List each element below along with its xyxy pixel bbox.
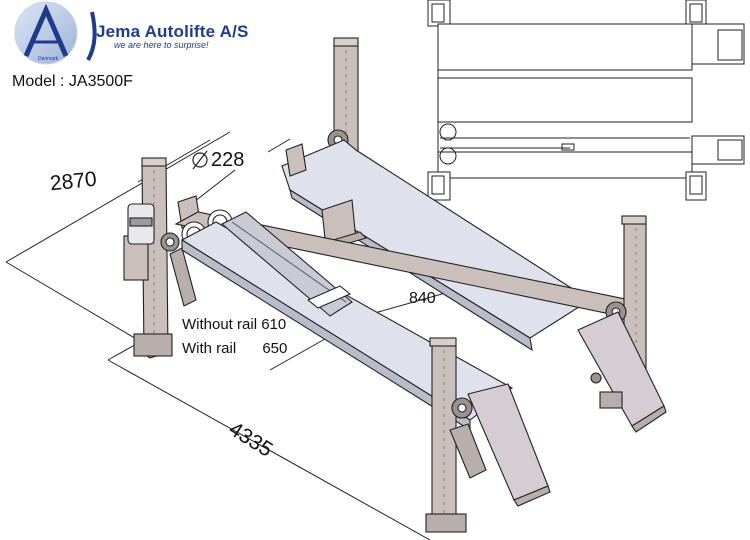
without-rail-label: Without rail 610 xyxy=(182,316,286,333)
brand-tagline: we are here to surprise! xyxy=(114,40,209,50)
with-rail-value: 650 xyxy=(262,340,288,357)
company-logo: Denmark xyxy=(14,1,97,65)
top-view-drawing xyxy=(427,0,745,201)
dimension-diameter: 228 xyxy=(211,149,245,171)
without-rail-value: 610 xyxy=(261,316,287,333)
post-front-left xyxy=(425,337,551,533)
dimension-width: 2870 xyxy=(48,167,98,196)
without-rail-text: Without rail xyxy=(182,316,258,333)
model-label: Model : JA3500F xyxy=(12,73,133,90)
platform-left xyxy=(180,211,513,431)
post-front-right xyxy=(577,215,667,433)
with-rail-label: With rail 650 xyxy=(182,340,287,357)
four-post-lift xyxy=(123,37,667,533)
dimension-platform-gap: 840 xyxy=(409,290,436,307)
post-back-left xyxy=(123,157,201,359)
diameter-symbol xyxy=(192,150,208,170)
brand-name: Jema Autolifte A/S xyxy=(96,22,249,41)
logo-country-text: Denmark xyxy=(38,56,59,62)
with-rail-text: With rail xyxy=(182,340,237,357)
